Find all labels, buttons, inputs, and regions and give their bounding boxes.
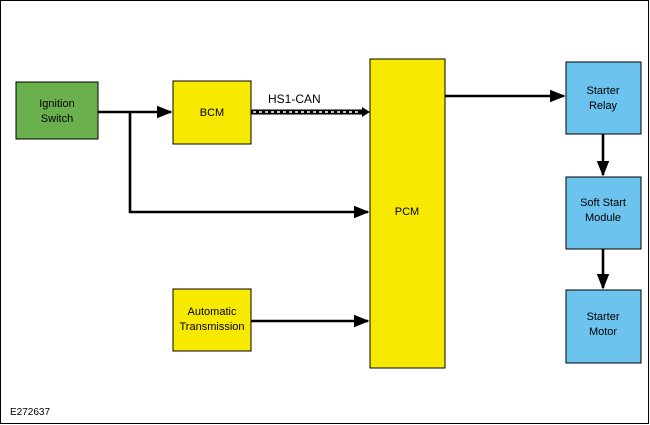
- soft-start-module-box: [565, 176, 642, 250]
- bcm-block: BCM: [172, 80, 252, 145]
- automatic-transmission-box: [172, 288, 252, 352]
- hs1-can-label: HS1-CAN: [268, 92, 321, 106]
- bcm-box: [172, 80, 252, 145]
- starter-motor-box: [565, 289, 642, 364]
- hs1-can-arrowhead: [362, 107, 370, 117]
- pcm-label: PCM: [395, 206, 419, 218]
- pcm-block: PCM: [369, 58, 446, 369]
- automatic-transmission-label-line-1: Automatic: [188, 306, 237, 318]
- starter-relay-label-line-2: Relay: [589, 100, 618, 112]
- soft-start-module-label-line-2: Module: [585, 212, 621, 224]
- automatic-transmission-label-line-2: Transmission: [180, 321, 245, 333]
- starter-motor-label-line-1: Starter: [586, 311, 619, 323]
- bcm-label: BCM: [200, 107, 224, 119]
- automatic-transmission-block: Automatic Transmission: [172, 288, 252, 352]
- starter-relay-block: Starter Relay: [565, 61, 642, 135]
- ignition-switch-label-line-1: Ignition: [39, 98, 74, 110]
- starter-relay-box: [565, 61, 642, 135]
- soft-start-module-label-line-1: Soft Start: [580, 197, 626, 209]
- starter-relay-label-line-1: Starter: [586, 85, 619, 97]
- ignition-switch-label-line-2: Switch: [41, 113, 73, 125]
- pcm-box: [369, 58, 446, 369]
- ignition-switch-block: Ignition Switch: [15, 81, 99, 140]
- ignition-switch-box: [15, 81, 99, 140]
- figure-id: E272637: [10, 407, 50, 418]
- starter-motor-block: Starter Motor: [565, 289, 642, 364]
- starter-motor-label-line-2: Motor: [589, 326, 617, 338]
- arrow-ignition-to-pcm: [128, 112, 370, 219]
- soft-start-module-block: Soft Start Module: [565, 176, 642, 250]
